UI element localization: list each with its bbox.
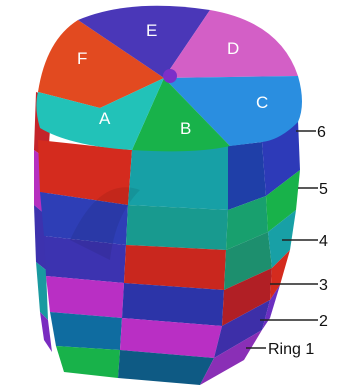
body-block (126, 205, 228, 250)
body-block (50, 312, 122, 350)
segment-label-f: F (77, 49, 87, 68)
ring-3-label: 3 (319, 277, 328, 294)
cap-center (163, 69, 177, 83)
top-cap: A B C D E F (36, 6, 302, 152)
body-block (46, 276, 124, 318)
ring-5-label: 5 (319, 181, 328, 198)
segment-label-b: B (180, 119, 191, 138)
body-block (40, 312, 52, 352)
segment-label-d: D (227, 39, 239, 58)
segment-label-e: E (146, 21, 157, 40)
ring-1-label: Ring 1 (268, 341, 314, 358)
ring-2-label: 2 (319, 313, 328, 330)
segment-label-c: C (256, 93, 268, 112)
ring-6-label: 6 (317, 124, 326, 141)
segment-label-a: A (99, 109, 111, 128)
ring-4-label: 4 (319, 233, 328, 250)
body-block (124, 245, 226, 290)
body-block (128, 146, 228, 210)
body-block (56, 346, 120, 378)
